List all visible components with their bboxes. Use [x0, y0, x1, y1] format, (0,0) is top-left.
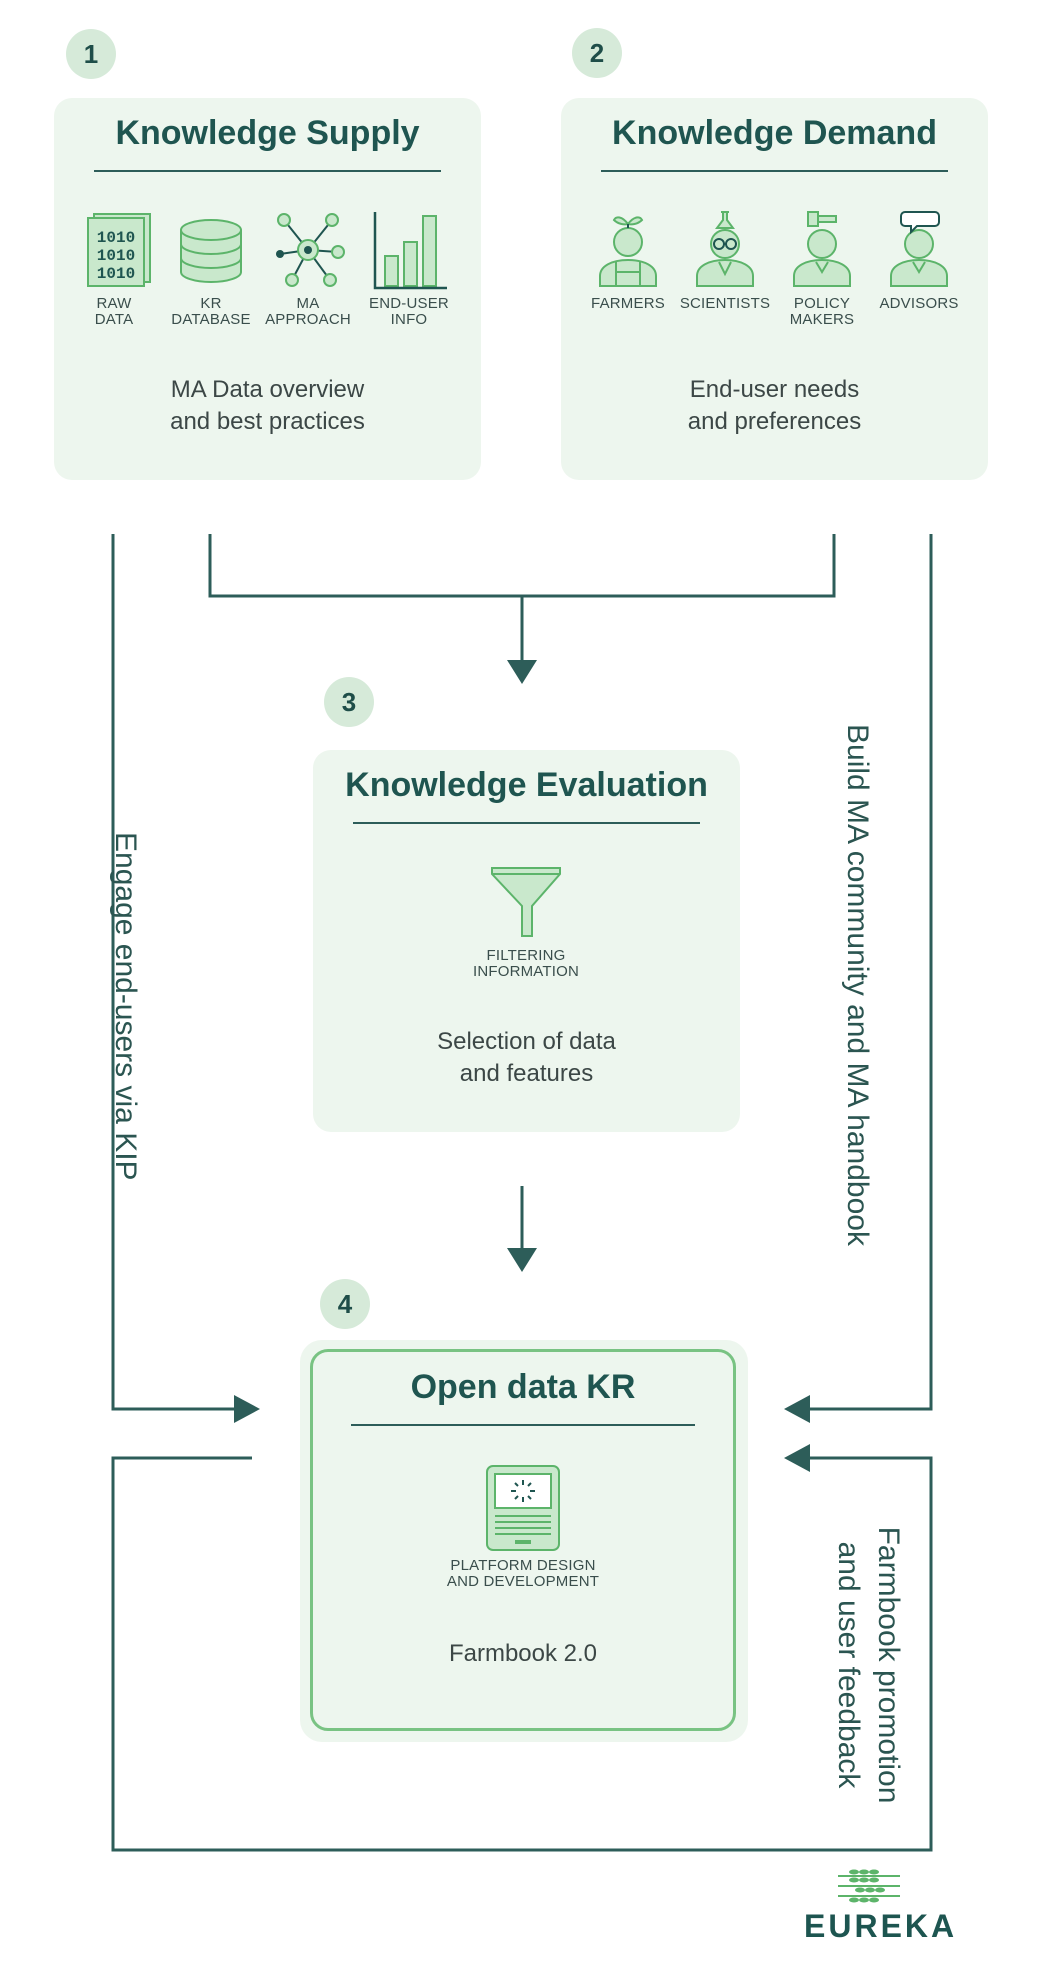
- build-community-label: Build MA community and MA handbook: [841, 724, 874, 1246]
- arrow-left-feedback: [784, 1444, 810, 1472]
- open-data-kr-description: Farmbook 2.0: [448, 1640, 598, 1667]
- svg-text:1010: 1010: [97, 265, 135, 283]
- ma-approach-item: MA APPROACH: [258, 210, 358, 328]
- advisors-item: ADVISORS: [869, 210, 969, 312]
- title-divider: [94, 170, 441, 172]
- scientists-item: SCIENTISTS: [675, 210, 775, 312]
- policy-maker-icon: [793, 211, 851, 287]
- step-badge-4: 4: [320, 1279, 370, 1329]
- arrow-right-engage: [234, 1395, 260, 1423]
- knowledge-supply-box: Knowledge Supply 1010 1010 1010 RAW DATA…: [54, 98, 481, 480]
- engage-end-users-label: Engage end-users via KIP: [109, 832, 142, 1181]
- funnel-icon: [491, 867, 561, 937]
- farmbook-feedback-label-wrap: Farmbook promotion and user feedback: [828, 1500, 908, 1830]
- tablet-loading-icon: [486, 1465, 560, 1551]
- scientist-icon: [696, 211, 754, 287]
- farmers-item: FARMERS: [578, 210, 678, 312]
- advisor-icon: [890, 211, 948, 287]
- database-icon: [180, 219, 242, 283]
- arrow-down-to-open-data: [507, 1248, 537, 1272]
- left-engage-line: [111, 534, 236, 1411]
- policy-makers-label: POLICY MAKERS: [789, 295, 855, 328]
- svg-text:1010: 1010: [97, 229, 135, 247]
- advisors-label: ADVISORS: [879, 295, 959, 312]
- end-user-info-label: END-USER INFO: [369, 295, 449, 328]
- knowledge-demand-description: End-user needs and preferences: [687, 376, 862, 435]
- feedback-loop-line: [111, 1456, 933, 1852]
- step-badge-2: 2: [572, 28, 622, 78]
- knowledge-evaluation-title: Knowledge Evaluation: [345, 766, 708, 804]
- network-nodes-icon: [276, 213, 345, 287]
- knowledge-evaluation-box: Knowledge Evaluation FILTERING INFORMATI…: [313, 750, 740, 1132]
- filtering-information-label: FILTERING INFORMATION: [472, 947, 580, 980]
- scientists-label: SCIENTISTS: [679, 295, 771, 312]
- svg-text:1010: 1010: [97, 247, 135, 265]
- knowledge-demand-box: Knowledge Demand FARMERS: [561, 98, 988, 480]
- knowledge-supply-description: MA Data overview and best practices: [170, 376, 365, 435]
- bar-chart-icon: [373, 212, 447, 290]
- raw-data-label: RAW DATA: [94, 295, 134, 328]
- step-badge-1: 1: [66, 29, 116, 79]
- right-build-line: [808, 534, 933, 1411]
- platform-design-item: PLATFORM DESIGN AND DEVELOPMENT: [423, 1464, 623, 1590]
- wheat-ears-icon: [838, 1869, 900, 1903]
- kr-database-item: KR DATABASE: [161, 210, 261, 328]
- end-user-info-item: END-USER INFO: [359, 210, 459, 328]
- farmbook-feedback-label: Farmbook promotion and user feedback: [832, 1526, 905, 1804]
- eureka-logo-text: EUREKA: [804, 1908, 958, 1944]
- title-divider: [351, 1424, 695, 1426]
- step-badge-3: 3: [324, 677, 374, 727]
- ma-approach-label: MA APPROACH: [265, 295, 351, 328]
- kr-database-label: KR DATABASE: [171, 295, 251, 328]
- policy-makers-item: POLICY MAKERS: [772, 210, 872, 328]
- arrow-down-to-eval: [507, 660, 537, 684]
- merge-connector: [208, 534, 836, 598]
- arrow-left-build: [784, 1395, 810, 1423]
- farmers-label: FARMERS: [591, 295, 665, 312]
- knowledge-demand-title: Knowledge Demand: [612, 114, 937, 152]
- title-divider: [353, 822, 700, 824]
- farmer-icon: [599, 216, 657, 287]
- title-divider: [601, 170, 948, 172]
- knowledge-evaluation-description: Selection of data and features: [437, 1028, 616, 1087]
- platform-design-label: PLATFORM DESIGN AND DEVELOPMENT: [446, 1557, 600, 1590]
- open-data-kr-box: Open data KR PLATFORM DESIGN AND DEVELOP…: [310, 1349, 736, 1731]
- knowledge-supply-title: Knowledge Supply: [115, 114, 420, 152]
- filtering-information-item: FILTERING INFORMATION: [426, 862, 626, 980]
- open-data-kr-title: Open data KR: [410, 1368, 636, 1406]
- raw-data-item: 1010 1010 1010 RAW DATA: [64, 210, 164, 328]
- binary-document-icon: 1010 1010 1010: [87, 213, 151, 287]
